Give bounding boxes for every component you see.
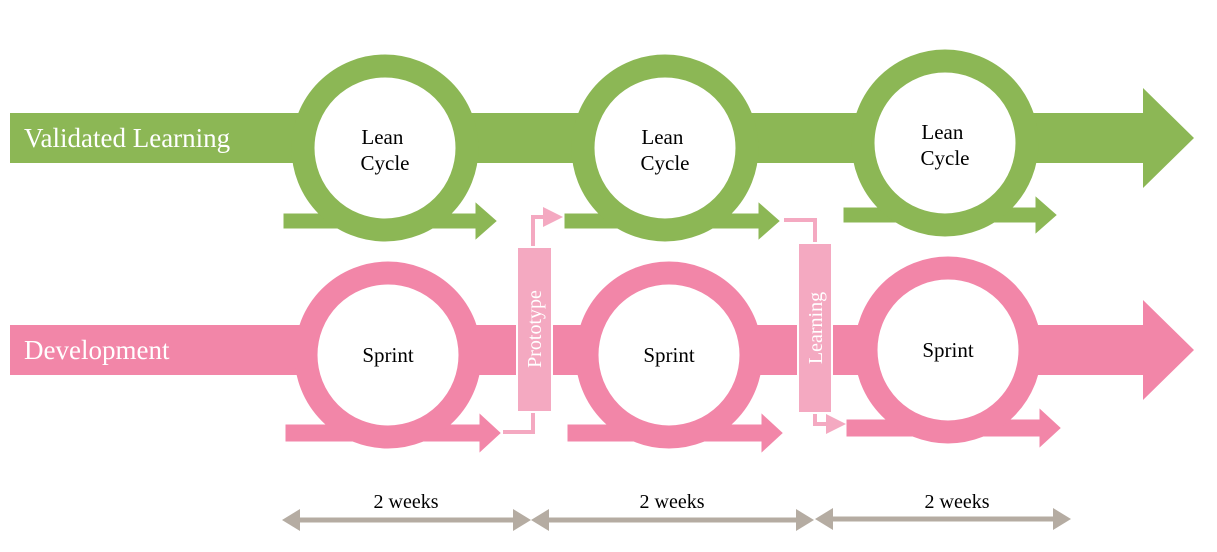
sprint-3-ring (854, 256, 1042, 444)
duration-span-1-label: 2 weeks (374, 491, 439, 513)
duration-span-2-left-arrowhead (531, 509, 549, 531)
lean-cycle-1: Lean Cycle (280, 54, 502, 247)
sprint-3: Sprint (843, 256, 1066, 455)
sprint-1-ring (294, 261, 482, 449)
prototype-connector-box (516, 246, 553, 413)
validated-learning-lane: Validated Learning Lean Cycle Lean Cycle… (10, 49, 1194, 247)
lean-cycle-1-label: Lean Cycle (361, 125, 410, 175)
development-label: Development (24, 335, 170, 365)
duration-span-2-label: 2 weeks (640, 491, 705, 513)
lean-cycle-1-ring (291, 54, 479, 242)
duration-timeline: 2 weeks 2 weeks 2 weeks (282, 491, 1071, 531)
duration-span-3: 2 weeks (815, 491, 1071, 530)
validated-learning-label: Validated Learning (24, 123, 230, 153)
duration-span-3-label: 2 weeks (925, 491, 990, 513)
lean-cycle-2-label: Lean Cycle (641, 125, 690, 175)
duration-span-3-left-arrowhead (815, 508, 833, 530)
lean-cycle-3-ring (851, 49, 1039, 237)
duration-span-2-right-arrowhead (796, 509, 814, 531)
sprint-1: Sprint (282, 261, 506, 460)
learning-connector: Learning (784, 218, 846, 434)
duration-span-1-left-arrowhead (282, 509, 300, 531)
lean-cycle-2-ring (571, 54, 759, 242)
learning-connector-box (797, 242, 833, 414)
duration-span-1-right-arrowhead (513, 509, 531, 531)
lean-cycle-2: Lean Cycle (561, 54, 785, 247)
duration-span-3-right-arrowhead (1053, 508, 1071, 530)
lean-cycle-3-label: Lean Cycle (921, 120, 970, 170)
sprint-1-label: Sprint (362, 343, 414, 367)
sprint-2-ring (575, 261, 763, 449)
sprint-2: Sprint (564, 261, 788, 460)
duration-span-1: 2 weeks (282, 491, 531, 531)
development-lane: Development Sprint Sprint Sprint (10, 256, 1194, 460)
sprint-3-label: Sprint (922, 338, 974, 362)
lean-cycle-3: Lean Cycle (840, 49, 1062, 241)
learning-connector-label: Learning (805, 292, 827, 364)
prototype-connector-label: Prototype (524, 290, 546, 368)
duration-span-2: 2 weeks (531, 491, 814, 531)
prototype-connector: Prototype (503, 207, 563, 434)
sprint-2-label: Sprint (643, 343, 695, 367)
